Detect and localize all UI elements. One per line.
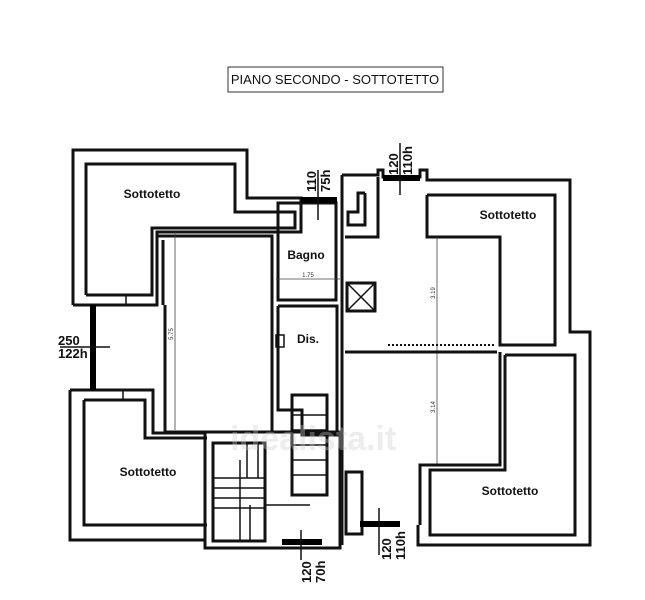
opening-left-width: 250 xyxy=(58,333,80,348)
room-label-sottotetto-top-left: Sottotetto xyxy=(124,187,181,201)
room-label-dis: Dis. xyxy=(297,332,319,346)
opening-left-height: 122h xyxy=(58,346,88,361)
wall-right-outer xyxy=(342,168,592,547)
wall-duct xyxy=(346,191,367,227)
chimney xyxy=(345,281,377,313)
watermark: idealista.it xyxy=(230,420,396,458)
room-label-sottotetto-bottom-left: Sottotetto xyxy=(120,465,177,479)
opening-stair-height: 70h xyxy=(313,561,328,583)
wall-corridor xyxy=(345,177,380,239)
opening-bagno-height: 75h xyxy=(318,170,333,192)
wall-sottotetto-bottom-right xyxy=(428,353,577,537)
measure-left-room: 5.75 xyxy=(169,328,175,340)
opening-top-width: 120 xyxy=(386,153,401,175)
chimney-cross xyxy=(346,282,376,312)
wall-sottotetto-top-left-inner xyxy=(84,162,297,297)
measure-bagno: 1.75 xyxy=(302,273,314,279)
wall-stair-outer xyxy=(203,430,342,550)
opening-bottom-height: 110h xyxy=(393,531,408,560)
wall-dis xyxy=(276,304,339,437)
wall-left-room xyxy=(155,234,274,434)
stair-left xyxy=(211,441,267,543)
wall-sottotetto-bottom-left-inner xyxy=(84,398,207,440)
room-label-sottotetto-top-right: Sottotetto xyxy=(480,208,537,222)
room-label-bagno: Bagno xyxy=(287,248,324,262)
title-box xyxy=(227,66,444,93)
opening-top-height: 110h xyxy=(400,146,415,175)
wall-pillar xyxy=(344,470,364,536)
wall-sottotetto-bottom-left-outer xyxy=(68,388,207,542)
room-label-sottotetto-bottom-right: Sottotetto xyxy=(482,484,539,498)
measure-right-lower: 3.14 xyxy=(431,401,437,413)
measure-right-upper: 3.19 xyxy=(431,287,437,299)
wall-sottotetto-top-right xyxy=(425,193,557,347)
plan-title: PIANO SECONDO - SOTTOTETTO xyxy=(231,72,439,87)
wall xyxy=(82,400,207,527)
wall-niche xyxy=(275,334,285,348)
stair-steps xyxy=(213,414,327,541)
opening-bottom-width: 120 xyxy=(379,538,394,560)
opening-stair-width: 120 xyxy=(299,561,314,583)
opening-bagno-width: 110 xyxy=(304,171,319,192)
wall-right-lower-room xyxy=(418,352,502,525)
